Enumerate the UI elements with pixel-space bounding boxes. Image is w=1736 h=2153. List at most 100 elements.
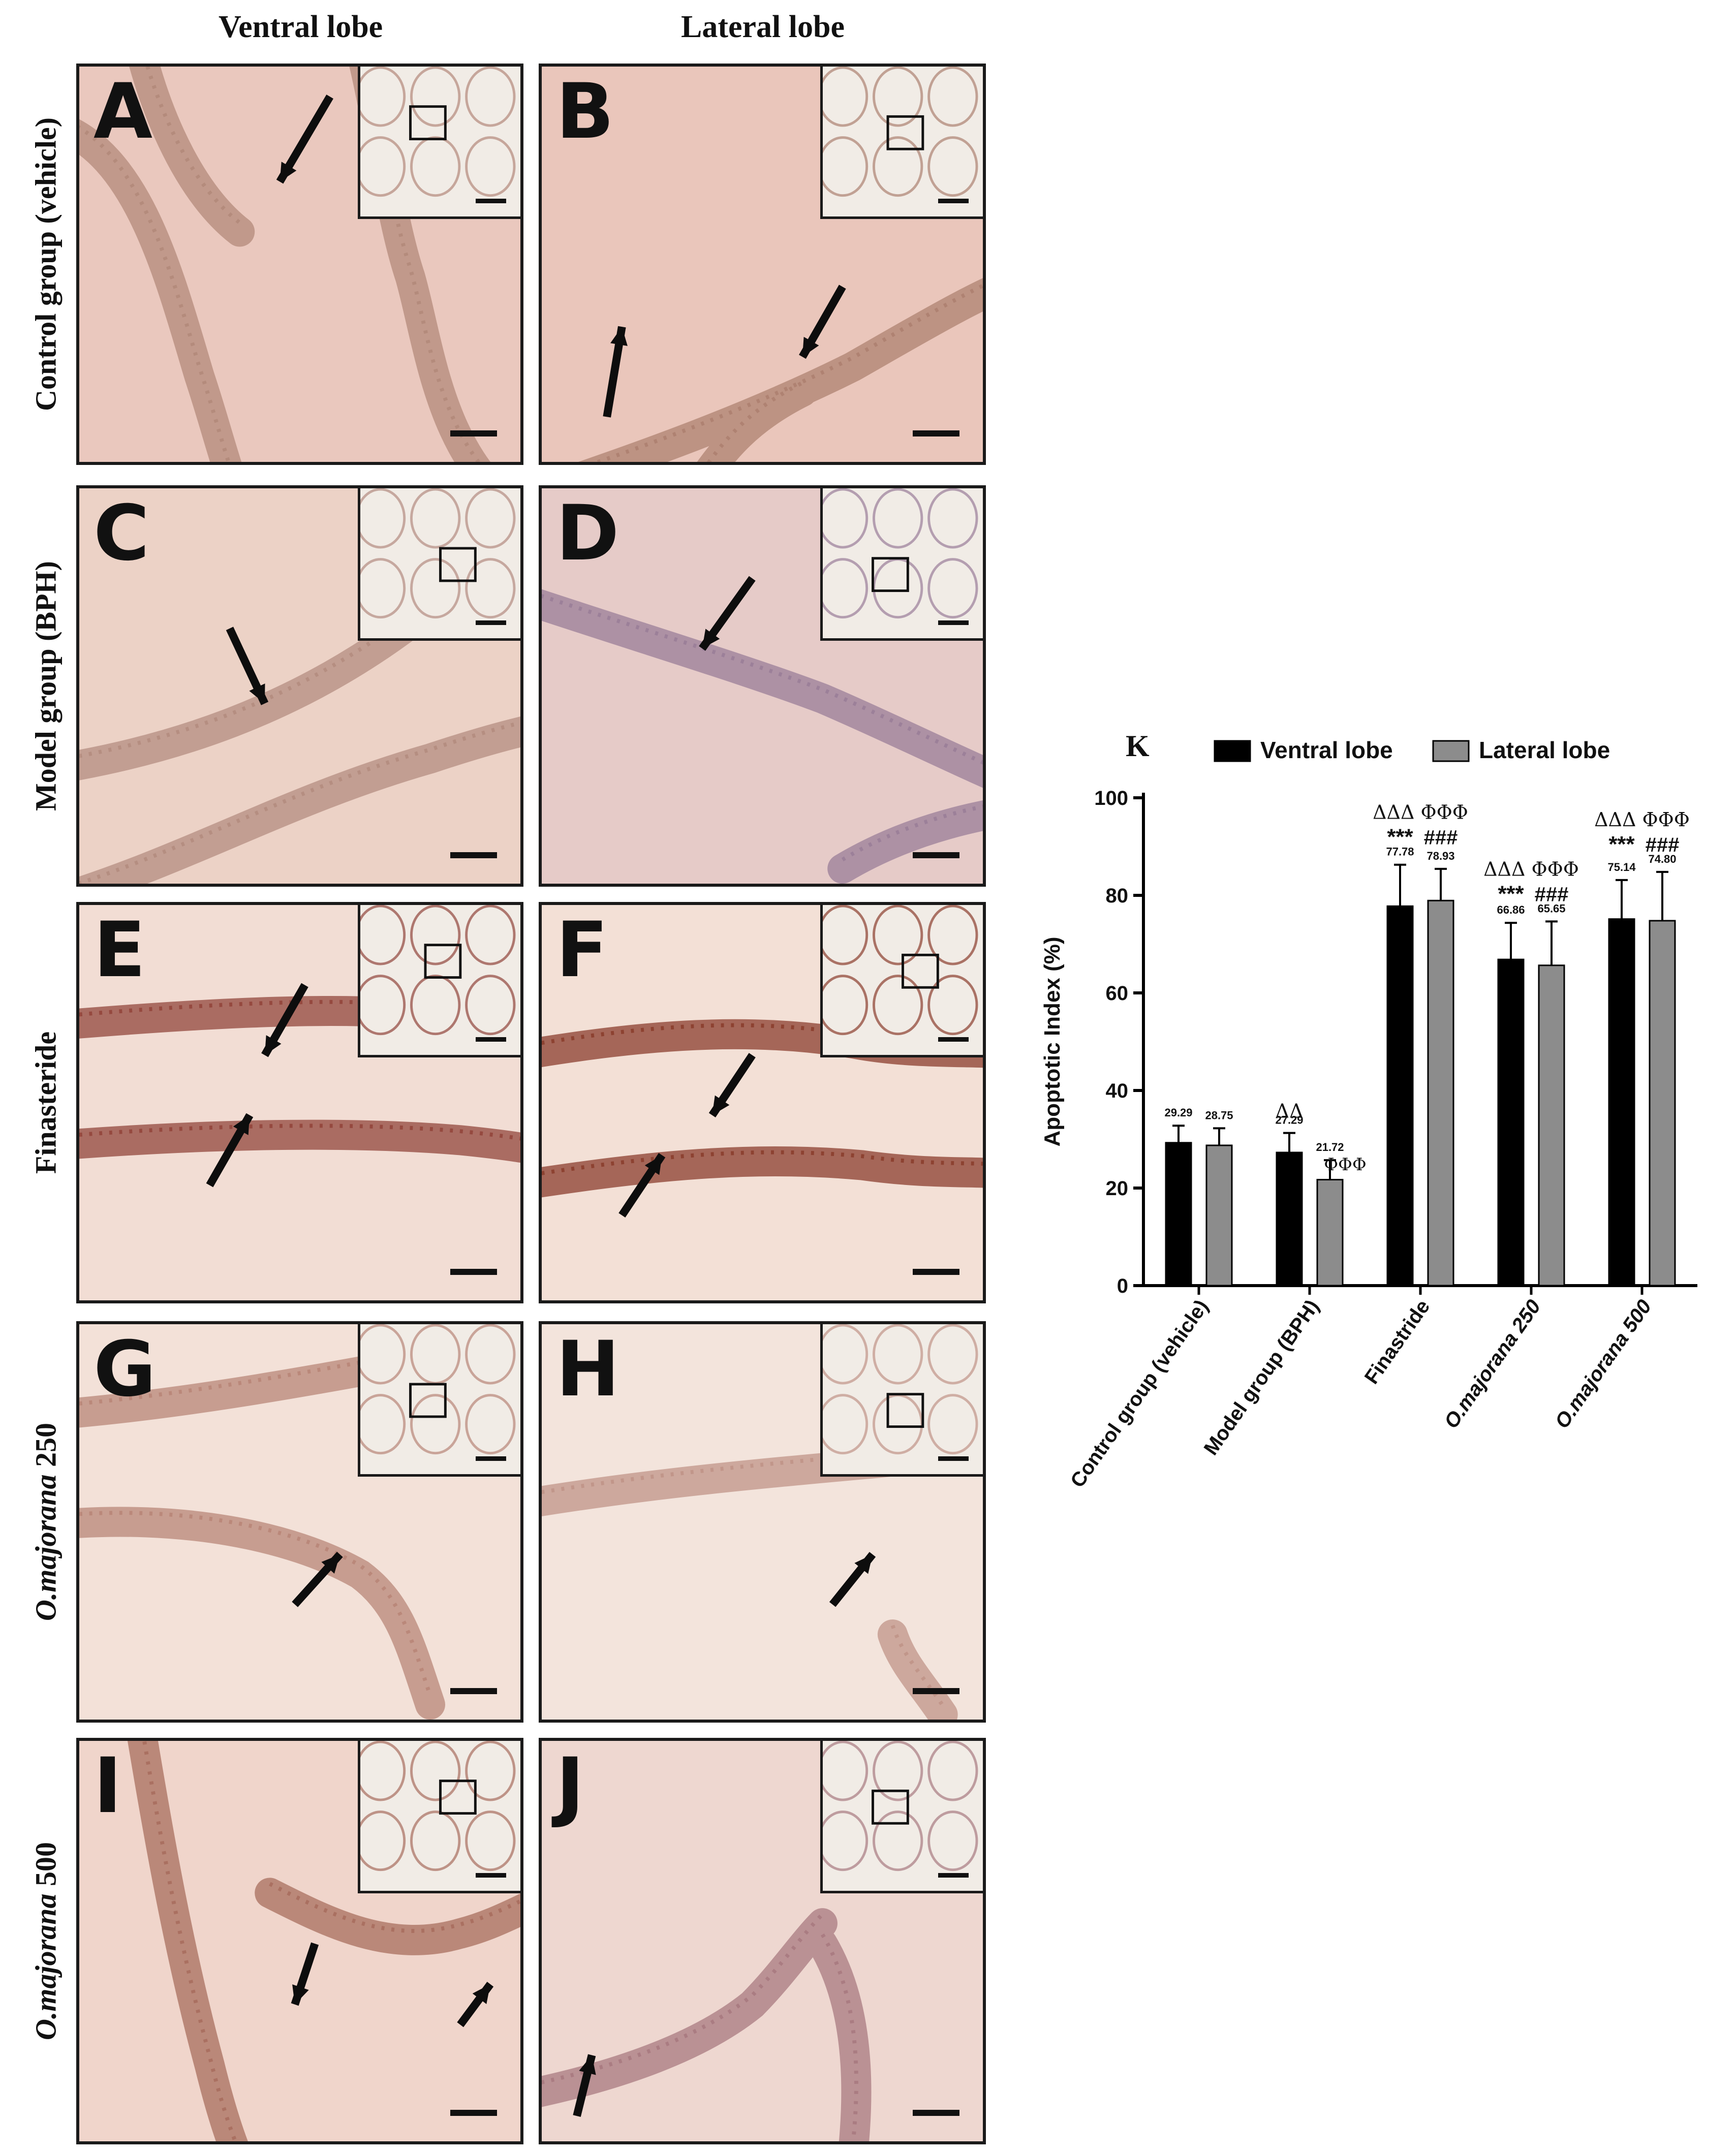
row-label-dose: 250 bbox=[29, 1423, 63, 1475]
value-label: 74.80 bbox=[1648, 853, 1676, 865]
tissue-texture bbox=[578, 278, 983, 462]
significance-delta-phi: ΔΔΔ ΦΦΦ bbox=[1483, 858, 1579, 880]
column-header-ventral: Ventral lobe bbox=[219, 10, 383, 44]
inset-scale-bar bbox=[938, 199, 969, 203]
inset-region-box bbox=[439, 547, 477, 582]
panel-letter: I bbox=[94, 1742, 122, 1830]
value-label: 66.86 bbox=[1497, 903, 1525, 916]
low-magnification-inset bbox=[358, 1324, 520, 1477]
arrow-head bbox=[712, 1095, 730, 1115]
inset-scale-bar bbox=[476, 1037, 506, 1042]
inset-scale-bar bbox=[938, 1456, 969, 1461]
inset-scale-bar bbox=[476, 199, 506, 203]
low-magnification-inset bbox=[820, 67, 983, 219]
inset-scale-bar bbox=[938, 1037, 969, 1042]
inset-scale-bar bbox=[476, 620, 506, 625]
arrow-head bbox=[233, 1115, 250, 1135]
low-magnification-inset bbox=[820, 905, 983, 1057]
arrow-head bbox=[321, 1554, 340, 1574]
row-label-text: Control group (vehicle) bbox=[29, 117, 63, 411]
bar-0-4 bbox=[1608, 918, 1635, 1287]
bar-0-2 bbox=[1386, 905, 1414, 1287]
bar-1-0 bbox=[1205, 1144, 1233, 1287]
low-magnification-inset bbox=[358, 67, 520, 219]
scale-bar bbox=[450, 1269, 497, 1275]
low-magnification-inset bbox=[358, 905, 520, 1057]
inset-scale-bar bbox=[476, 1456, 506, 1461]
inset-scale-bar bbox=[938, 620, 969, 625]
scale-bar bbox=[913, 1688, 959, 1694]
significance-stars: *** bbox=[1498, 881, 1524, 906]
scale-bar bbox=[450, 2110, 497, 2116]
micrograph-panel-f: F bbox=[539, 902, 986, 1303]
row-label-text: O.majorana bbox=[29, 1893, 63, 2040]
bar-1-3 bbox=[1538, 964, 1565, 1287]
scale-bar bbox=[450, 852, 497, 858]
significance-stars: *** bbox=[1608, 832, 1635, 857]
legend-label-1: Lateral lobe bbox=[1479, 737, 1610, 763]
arrow-head bbox=[280, 162, 297, 182]
tissue-texture bbox=[542, 576, 983, 884]
value-label: 21.72 bbox=[1316, 1141, 1344, 1153]
value-label: 65.65 bbox=[1537, 902, 1565, 915]
column-header-lateral: Lateral lobe bbox=[681, 10, 845, 44]
x-tick-label: O.majorana 250 bbox=[1440, 1296, 1545, 1432]
significance-hashes: ### bbox=[1535, 883, 1569, 906]
low-magnification-inset bbox=[820, 1741, 983, 1893]
arrow-head bbox=[472, 1984, 490, 2004]
value-label: 78.93 bbox=[1427, 850, 1454, 862]
significance-hashes: ### bbox=[1424, 827, 1458, 849]
inset-region-box bbox=[409, 1383, 447, 1418]
chart-panel-label: K bbox=[1126, 732, 1150, 763]
scale-bar bbox=[913, 430, 959, 436]
panel-letter: D bbox=[556, 489, 619, 578]
significance-hashes: ### bbox=[1646, 834, 1680, 856]
inset-region-box bbox=[872, 557, 909, 592]
y-tick-label: 100 bbox=[1094, 787, 1128, 809]
low-magnification-inset bbox=[820, 488, 983, 641]
legend-swatch-0 bbox=[1214, 740, 1251, 762]
y-axis-label: Apoptotic Index (%) bbox=[1040, 937, 1065, 1146]
micrograph-panel-h: H bbox=[539, 1321, 986, 1723]
row-label-3: O.majorana 250 bbox=[29, 1423, 63, 1621]
y-tick-label: 20 bbox=[1106, 1177, 1129, 1200]
micrograph-panel-g: G bbox=[76, 1321, 523, 1723]
arrow-head bbox=[264, 1035, 282, 1055]
panel-letter: J bbox=[556, 1742, 584, 1830]
row-label-text: Finasteride bbox=[29, 1031, 63, 1174]
significance-delta-phi: ΔΔΔ ΦΦΦ bbox=[1594, 808, 1690, 831]
scale-bar bbox=[450, 1688, 497, 1694]
inset-region-box bbox=[886, 115, 924, 150]
scale-bar bbox=[913, 852, 959, 858]
y-tick-label: 60 bbox=[1106, 982, 1129, 1005]
inset-region-box bbox=[872, 1789, 909, 1825]
micrograph-panel-b: B bbox=[539, 64, 986, 465]
row-label-4: O.majorana 500 bbox=[29, 1842, 63, 2040]
inset-scale-bar bbox=[476, 1873, 506, 1878]
y-tick-label: 80 bbox=[1106, 885, 1129, 907]
panel-letter: H bbox=[556, 1325, 620, 1414]
inset-region-box bbox=[424, 944, 462, 979]
panel-letter: G bbox=[94, 1325, 157, 1414]
x-tick-label: Control group (vehicle) bbox=[1066, 1296, 1213, 1492]
arrow-head bbox=[854, 1554, 873, 1574]
x-tick-label: O.majorana 500 bbox=[1551, 1296, 1656, 1432]
inset-scale-bar bbox=[938, 1873, 969, 1878]
value-label: 29.29 bbox=[1164, 1106, 1192, 1119]
row-label-1: Model group (BPH) bbox=[29, 561, 63, 811]
legend-swatch-1 bbox=[1432, 740, 1470, 762]
micrograph-panel-i: I bbox=[76, 1738, 523, 2144]
y-tick-label: 40 bbox=[1106, 1080, 1129, 1102]
y-tick-label: 0 bbox=[1117, 1275, 1128, 1297]
low-magnification-inset bbox=[358, 1741, 520, 1893]
inset-region-box bbox=[439, 1780, 477, 1815]
arrow-head bbox=[610, 327, 628, 346]
arrow-head bbox=[802, 336, 819, 357]
row-label-text: O.majorana bbox=[29, 1474, 63, 1621]
bar-1-2 bbox=[1427, 899, 1454, 1287]
value-label: 28.75 bbox=[1205, 1109, 1233, 1121]
row-label-text: Model group (BPH) bbox=[29, 561, 63, 811]
scale-bar bbox=[913, 1269, 959, 1275]
